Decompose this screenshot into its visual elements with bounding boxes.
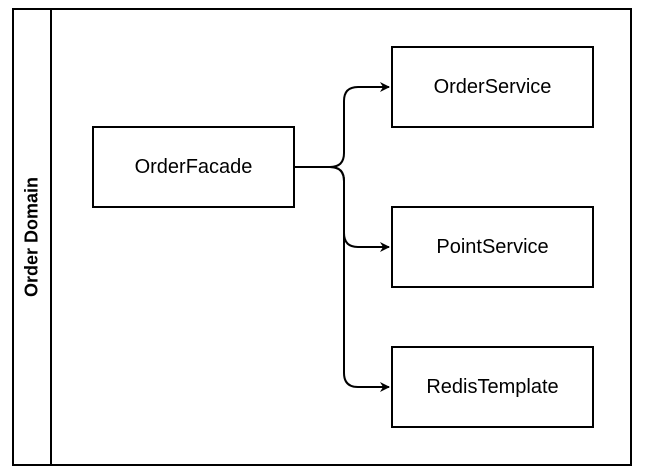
node-redis-template[interactable]: RedisTemplate [391, 346, 594, 428]
node-order-service[interactable]: OrderService [391, 46, 594, 128]
edge-facade-to-orderservice [295, 82, 390, 168]
node-order-facade[interactable]: OrderFacade [92, 126, 295, 208]
lane-header [12, 8, 52, 466]
node-order-facade-label: OrderFacade [134, 155, 253, 178]
edge-facade-to-redistemplate [295, 166, 390, 392]
node-point-service[interactable]: PointService [391, 206, 594, 288]
node-redis-template-label: RedisTemplate [426, 375, 559, 398]
node-order-service-label: OrderService [433, 75, 552, 98]
node-point-service-label: PointService [436, 235, 549, 258]
edge-facade-to-pointservice [295, 166, 390, 252]
